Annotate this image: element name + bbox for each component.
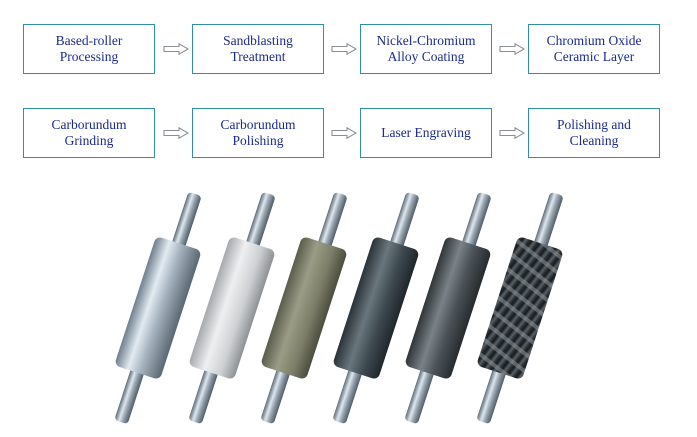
roller-sandblasted [189,192,275,424]
step-nickel-chromium-alloy-coating: Nickel-Chromium Alloy Coating [360,24,492,74]
roller-ground-polished [405,192,491,424]
arrow-right-icon [331,127,357,139]
step-chromium-oxide-ceramic-layer: Chromium Oxide Ceramic Layer [528,24,660,74]
arrow-right-icon [499,127,525,139]
step-laser-engraving: Laser Engraving [360,108,492,158]
roller-chromium-oxide [333,192,419,424]
rollers-illustration [115,192,563,424]
arrow-right-icon [331,43,357,55]
roller-nickel-chromium [261,192,347,424]
arrow-right-icon [499,43,525,55]
step-carborundum-polishing: Carborundum Polishing [192,108,324,158]
step-based-roller-processing: Based-roller Processing [23,24,155,74]
roller-laser-engraved [477,192,563,424]
step-carborundum-grinding: Carborundum Grinding [23,108,155,158]
arrow-right-icon [163,127,189,139]
step-polishing-and-cleaning: Polishing and Cleaning [528,108,660,158]
arrow-right-icon [163,43,189,55]
step-sandblasting-treatment: Sandblasting Treatment [192,24,324,74]
roller-steel-base [115,192,201,424]
